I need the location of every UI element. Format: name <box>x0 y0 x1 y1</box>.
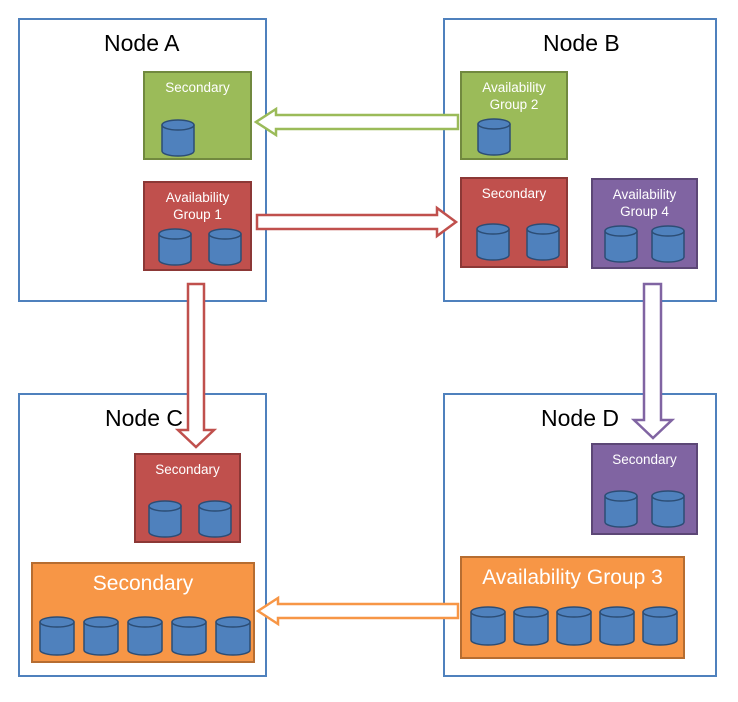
database-icon <box>127 616 163 661</box>
database-icon <box>158 228 192 271</box>
node-c-secondary-red-group: Secondary <box>134 453 241 543</box>
node-c-secondary-red-label: Secondary <box>155 462 220 477</box>
database-icon <box>651 490 685 533</box>
database-icon <box>651 225 685 268</box>
node-b-secondary-group: Secondary <box>460 177 568 268</box>
database-icon <box>477 118 511 161</box>
node-a-secondary-label: Secondary <box>165 80 230 95</box>
database-icon <box>642 606 678 651</box>
database-icon <box>556 606 592 651</box>
node-c-secondary-orange-group: Secondary <box>31 562 255 663</box>
node-a-label: Node A <box>104 30 180 56</box>
database-icon <box>476 223 510 266</box>
arrow-red-to-node-c <box>174 282 218 449</box>
database-icon <box>208 228 242 271</box>
availability-group-2: Availability Group 2 <box>460 71 568 160</box>
availability-group-1-label: Availability Group 1 <box>165 190 230 222</box>
availability-group-3: Availability Group 3 <box>460 556 685 659</box>
node-c-label: Node C <box>105 405 183 431</box>
availability-group-4: Availability Group 4 <box>591 178 698 269</box>
node-a: Node A <box>18 18 267 302</box>
database-icon <box>198 500 232 543</box>
arrow-orange-to-node-c <box>255 595 460 627</box>
availability-group-1: Availability Group 1 <box>143 181 252 271</box>
database-icon <box>526 223 560 266</box>
availability-group-2-label: Availability Group 2 <box>482 80 546 112</box>
arrow-purple-to-node-d <box>630 282 676 440</box>
node-b-label: Node B <box>543 30 620 56</box>
arrow-red-to-node-b <box>255 205 459 239</box>
node-d-label: Node D <box>541 405 619 431</box>
availability-group-3-label: Availability Group 3 <box>482 566 663 589</box>
node-a-secondary-group: Secondary <box>143 71 252 160</box>
database-icon <box>39 616 75 661</box>
database-icon <box>470 606 506 651</box>
database-icon <box>148 500 182 543</box>
database-icon <box>161 119 195 162</box>
database-icon <box>215 616 251 661</box>
node-d-secondary-group: Secondary <box>591 443 698 535</box>
database-icon <box>604 225 638 268</box>
database-icon <box>83 616 119 661</box>
database-icon <box>513 606 549 651</box>
arrow-green-to-node-a <box>253 106 460 138</box>
availability-group-4-label: Availability Group 4 <box>612 187 677 219</box>
node-d-secondary-label: Secondary <box>612 452 677 467</box>
database-icon <box>604 490 638 533</box>
database-icon <box>599 606 635 651</box>
database-icon <box>171 616 207 661</box>
node-b-secondary-label: Secondary <box>481 186 547 201</box>
node-c-secondary-orange-label: Secondary <box>92 572 194 595</box>
